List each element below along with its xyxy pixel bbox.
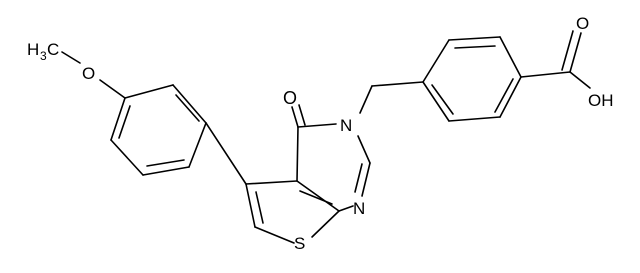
atom-acid-o: O <box>576 14 589 33</box>
atom-acid-oh: OH <box>588 91 614 110</box>
bond-ring2-c <box>499 36 522 78</box>
bond-ring2-inner-2 <box>494 78 514 113</box>
bond-c7a-c4a <box>296 180 340 212</box>
bond-ring1-a <box>124 84 174 99</box>
bond-c4-n3 <box>297 123 337 128</box>
bond-ring2-e <box>448 116 501 122</box>
bond-ring1-e <box>110 139 144 176</box>
bond-ring2-f <box>422 81 450 122</box>
bond-c7a-c4a-double <box>299 190 333 205</box>
bond-c5-c4a <box>245 180 298 185</box>
atom-n1: N <box>353 199 365 218</box>
bond-n3-c2 <box>357 135 371 164</box>
bond-c6-s <box>254 226 295 244</box>
atom-methyl-c: C <box>47 40 59 59</box>
bond-c5-c6-double <box>255 191 264 224</box>
atom-n3: N <box>340 116 352 135</box>
atom-sulfur: S <box>294 234 305 253</box>
bond-c-oh <box>569 71 591 89</box>
bond-lines <box>61 30 591 244</box>
bond-ring1-f <box>110 97 126 141</box>
bond-ring1-b <box>172 84 207 124</box>
bond-c4-o <box>291 106 299 128</box>
bond-ring1-inner-2 <box>146 159 185 167</box>
bond-ring1-inner-1 <box>175 94 200 122</box>
bond-n1-c7a <box>338 205 354 212</box>
bond-c-o-double <box>561 30 574 71</box>
bond-c-o <box>569 32 582 73</box>
bond-c5-c6 <box>245 183 256 228</box>
bond-ring2-inner-1 <box>454 45 496 49</box>
atom-methyl-h: H <box>27 40 39 59</box>
bond-c4-o-double <box>298 104 306 126</box>
atom-methyl-sub: 3 <box>40 49 47 63</box>
bond-ring-cooh <box>520 71 571 78</box>
bond-s-c7a <box>311 210 340 238</box>
bond-ring2-d <box>499 76 522 118</box>
atom-carbonyl-o: O <box>283 88 297 108</box>
bond-ch3-o <box>61 51 81 64</box>
bond-n3-ch2 <box>359 85 373 114</box>
bond-ring1-inner-3 <box>118 105 131 139</box>
bond-c4a-c4 <box>296 126 299 182</box>
atom-ether-o: O <box>82 64 95 83</box>
bond-ch2-aryl <box>371 81 424 87</box>
bond-ring2-a <box>422 39 450 83</box>
bond-ring1-c <box>188 122 207 168</box>
bond-aryl-thiophene <box>205 122 247 185</box>
bond-ring2-inner-3 <box>431 84 454 115</box>
bond-c2-n1 <box>361 162 371 197</box>
bond-c2-n1-double <box>354 163 363 193</box>
bond-o-aryl <box>99 79 126 99</box>
bond-ring1-d <box>142 166 190 176</box>
bond-ring2-b <box>448 36 501 41</box>
